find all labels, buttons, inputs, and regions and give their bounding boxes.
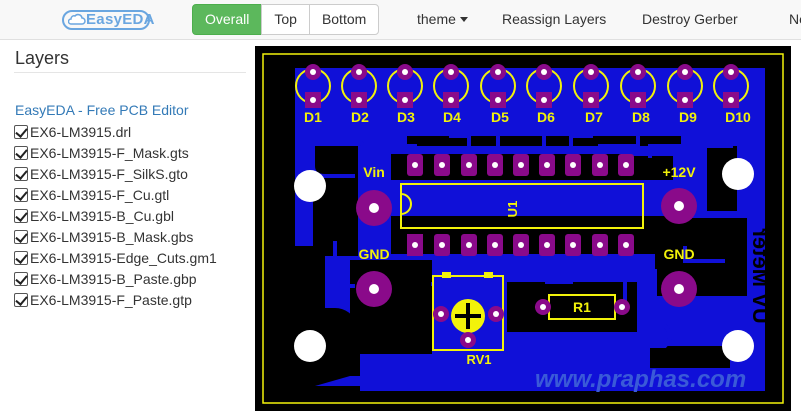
led-label: D5 [491, 109, 509, 125]
led-footprint [295, 64, 331, 108]
mounting-hole [294, 330, 326, 362]
layer-checkbox[interactable] [14, 229, 28, 244]
led-footprint [573, 64, 609, 108]
view-button-group: Overall Top Bottom [192, 4, 380, 35]
logo-frame [62, 10, 150, 30]
led-footprint [480, 64, 516, 108]
copper-pour-bottom [315, 376, 455, 386]
v12-label: +12V [662, 164, 696, 180]
editor-link[interactable]: EasyEDA - Free PCB Editor [15, 102, 189, 118]
layer-checkbox[interactable] [14, 145, 28, 160]
layer-list: EX6-LM3915.drl EX6-LM3915-F_Mask.gts EX6… [14, 121, 217, 310]
layer-item[interactable]: EX6-LM3915.drl [14, 121, 217, 142]
led-footprint [526, 64, 562, 108]
layer-item[interactable]: EX6-LM3915-B_Paste.gbp [14, 268, 217, 289]
layer-checkbox[interactable] [14, 250, 28, 265]
bottom-button[interactable]: Bottom [308, 4, 380, 35]
led-footprint [713, 64, 749, 108]
gnd-label-right: GND [663, 246, 694, 262]
reassign-layers-link[interactable]: Reassign Layers [502, 11, 607, 27]
mounting-holes [294, 158, 754, 362]
layer-item[interactable]: EX6-LM3915-F_SilkS.gto [14, 163, 217, 184]
layer-item[interactable]: EX6-LM3915-F_Mask.gts [14, 142, 217, 163]
led-labels: D1 D2 D3 D4 D5 D6 D7 D8 D9 D10 [304, 109, 751, 125]
layer-item[interactable]: EX6-LM3915-F_Paste.gtp [14, 289, 217, 310]
easyeda-logo[interactable]: EasyEDA [62, 8, 155, 32]
rv1-label: RV1 [466, 352, 491, 367]
led-label: D9 [679, 109, 697, 125]
truncated-nav-link[interactable]: Ne [789, 11, 801, 27]
pcb-viewer[interactable]: D1 D2 D3 D4 D5 D6 D7 D8 D9 D10 U1 [255, 46, 791, 411]
layer-checkbox[interactable] [14, 187, 28, 202]
board-outline [262, 53, 784, 404]
layer-label: EX6-LM3915-F_Mask.gts [30, 144, 189, 161]
top-navbar: EasyEDA Overall Top Bottom theme Reassig… [0, 0, 801, 40]
cloud-icon [68, 13, 86, 25]
led-label: D4 [443, 109, 461, 125]
mounting-hole [294, 170, 326, 202]
layers-divider [14, 72, 246, 73]
led-footprint [387, 64, 423, 108]
destroy-gerber-link[interactable]: Destroy Gerber [642, 11, 738, 27]
layer-checkbox[interactable] [14, 271, 28, 286]
layer-label: EX6-LM3915-F_Paste.gtp [30, 291, 192, 308]
overall-button[interactable]: Overall [192, 4, 263, 35]
led-label: D10 [725, 109, 751, 125]
trimmer-rv1-footprint: RV1 [432, 272, 504, 367]
watermark-text: www.praphas.com [535, 366, 746, 393]
ic-u1-footprint: U1 [400, 183, 644, 229]
ic-label: U1 [505, 201, 520, 218]
led-footprint [667, 64, 703, 108]
layer-checkbox[interactable] [14, 166, 28, 181]
mounting-hole [722, 158, 754, 190]
layer-label: EX6-LM3915-B_Cu.gbl [30, 207, 174, 224]
layer-label: EX6-LM3915-F_Cu.gtl [30, 186, 170, 203]
power-pads [356, 188, 697, 307]
layer-item[interactable]: EX6-LM3915-Edge_Cuts.gm1 [14, 247, 217, 268]
r1-label: R1 [573, 299, 591, 315]
layers-heading: Layers [15, 48, 70, 68]
caret-down-icon [459, 16, 468, 22]
led-footprint [341, 64, 377, 108]
theme-label: theme [417, 11, 456, 27]
led-footprint [620, 64, 656, 108]
led-footprint [433, 64, 469, 108]
layer-item[interactable]: EX6-LM3915-B_Cu.gbl [14, 205, 217, 226]
logo-text: EasyEDA [86, 11, 155, 28]
layer-label: EX6-LM3915-B_Paste.gbp [30, 270, 197, 287]
resistor-r1-footprint: R1 [535, 294, 630, 320]
layer-checkbox[interactable] [14, 292, 28, 307]
uv-meter-text: UV Meter [748, 228, 773, 324]
led-label: D1 [304, 109, 322, 125]
theme-dropdown[interactable]: theme [417, 11, 468, 27]
power-labels: Vin GND +12V GND [358, 164, 696, 262]
ic-pads-bottom [407, 234, 634, 256]
led-label: D7 [585, 109, 603, 125]
layer-label: EX6-LM3915-Edge_Cuts.gm1 [30, 249, 217, 266]
layer-label: EX6-LM3915-B_Mask.gbs [30, 228, 194, 245]
layer-item[interactable]: EX6-LM3915-F_Cu.gtl [14, 184, 217, 205]
mounting-hole [722, 330, 754, 362]
ic-pads-top [407, 154, 634, 176]
led-label: D3 [397, 109, 415, 125]
pcb-render: D1 D2 D3 D4 D5 D6 D7 D8 D9 D10 U1 [262, 53, 784, 404]
layer-item[interactable]: EX6-LM3915-B_Mask.gbs [14, 226, 217, 247]
led-label: D2 [351, 109, 369, 125]
layer-checkbox[interactable] [14, 208, 28, 223]
top-button[interactable]: Top [261, 4, 310, 35]
led-label: D6 [537, 109, 555, 125]
led-label: D8 [632, 109, 650, 125]
gnd-label-left: GND [358, 246, 389, 262]
led-row [295, 64, 749, 108]
layer-label: EX6-LM3915-F_SilkS.gto [30, 165, 188, 182]
layer-checkbox[interactable] [14, 124, 28, 139]
layer-label: EX6-LM3915.drl [30, 123, 132, 140]
vin-label: Vin [363, 164, 385, 180]
